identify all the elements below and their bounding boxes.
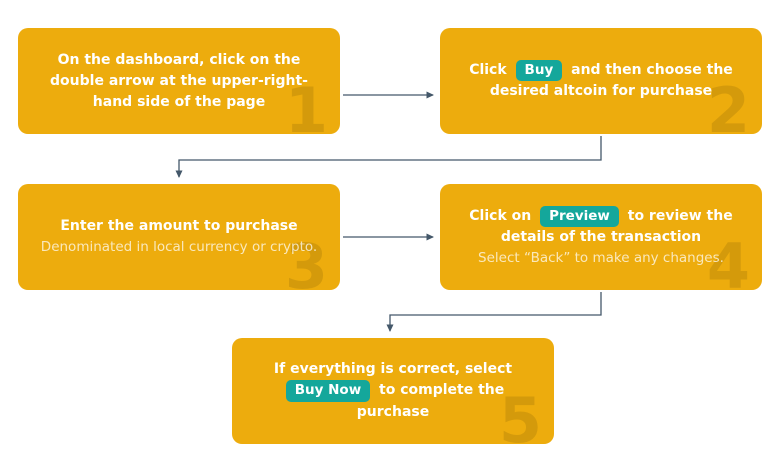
step-4-text-after: to review the details of the transaction bbox=[500, 207, 733, 245]
arrow-step2-to-step3 bbox=[175, 136, 602, 178]
step-5-text-before: If everything is correct, select bbox=[273, 361, 513, 378]
step-2-text-before: Click bbox=[469, 61, 507, 78]
preview-badge: Preview bbox=[540, 205, 619, 227]
buy-badge: Buy bbox=[515, 59, 563, 82]
step-4-card: Click on Preview to review the details o… bbox=[440, 184, 762, 290]
step-1-card: On the dashboard, click on the double ar… bbox=[18, 28, 340, 134]
step-1-text: On the dashboard, click on the double ar… bbox=[50, 51, 308, 110]
step-2-card: Click Buy and then choose the desired al… bbox=[440, 28, 762, 134]
step-3-card: Enter the amount to purchase Denominated… bbox=[18, 184, 340, 290]
step-2-text-after: and then choose the desired altcoin for … bbox=[489, 61, 733, 100]
step-2-text: Click Buy and then choose the desired al… bbox=[462, 59, 740, 102]
step-4-text: Click on Preview to review the details o… bbox=[462, 205, 740, 248]
buy-now-badge: Buy Now bbox=[285, 380, 371, 402]
step-5-text: If everything is correct, select Buy Now… bbox=[254, 359, 532, 422]
step-3-title: Enter the amount to purchase bbox=[60, 218, 298, 235]
step-4-subtitle: Select “Back” to make any changes. bbox=[478, 249, 724, 266]
step-5-text-after: to complete the purchase bbox=[356, 382, 505, 420]
arrow-step4-to-step5 bbox=[386, 292, 602, 332]
step-3-subtitle: Denominated in local currency or crypto. bbox=[40, 239, 318, 256]
step-4-text-before: Click on bbox=[469, 207, 532, 224]
step-5-card: If everything is correct, select Buy Now… bbox=[232, 338, 554, 444]
